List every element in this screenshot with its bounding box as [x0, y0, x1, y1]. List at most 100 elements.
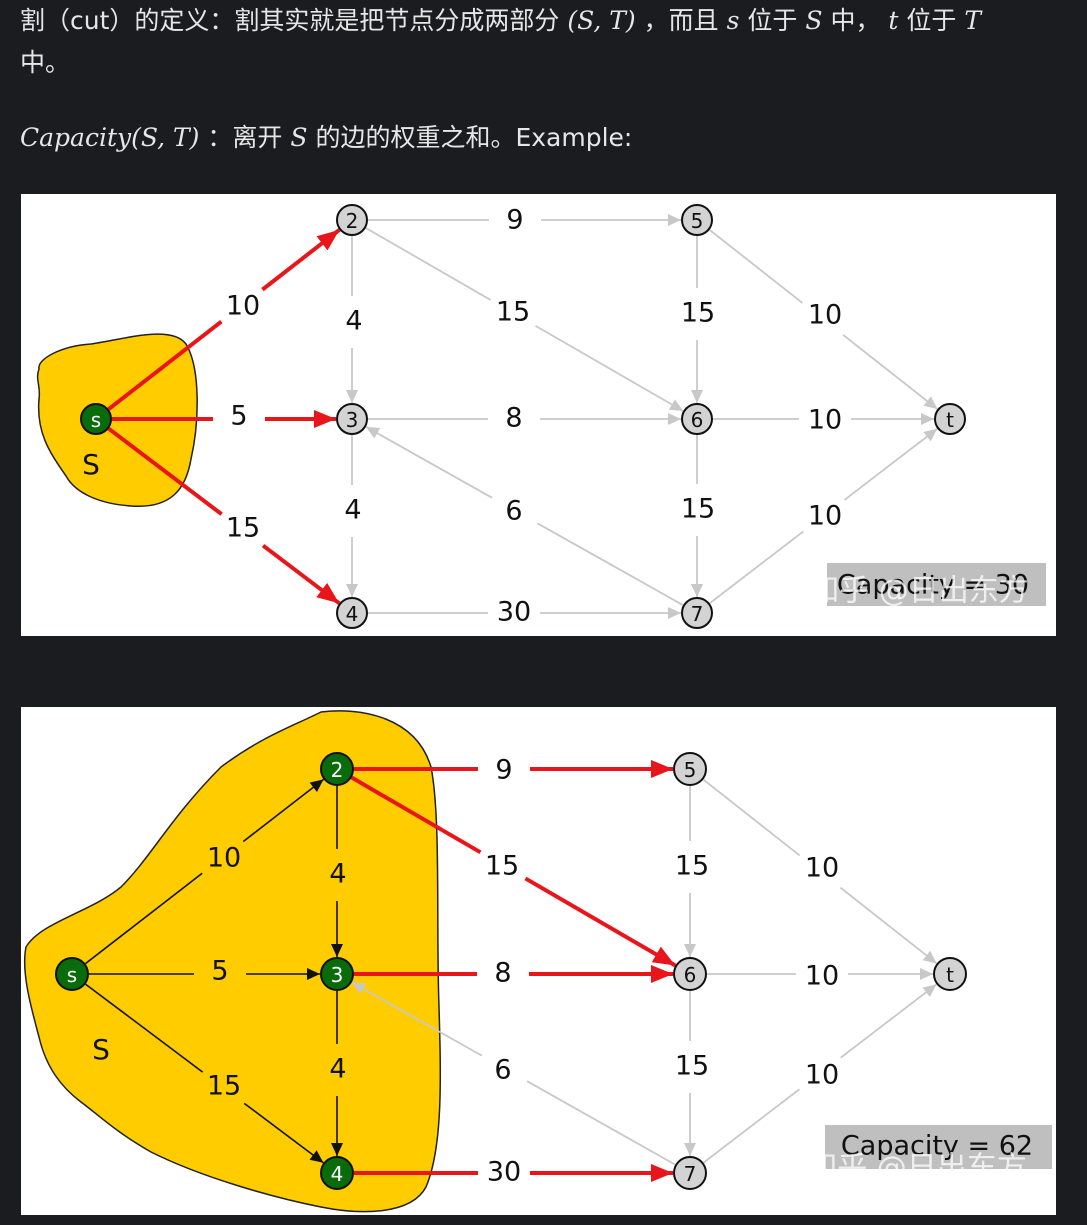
- node-circle: [673, 752, 707, 786]
- node-label: 5: [691, 209, 704, 233]
- text-segment: ，而且: [643, 6, 719, 35]
- math-capacity: Capacity(S, T): [20, 123, 200, 152]
- edge-2-5: 9: [354, 755, 673, 786]
- edge-weight-label: 9: [506, 205, 523, 236]
- node-circle: [681, 204, 713, 236]
- edge-weight-label: 10: [805, 1060, 839, 1091]
- edge-segment: [85, 983, 204, 1073]
- node-3: 3: [336, 403, 368, 435]
- set-s-label: S: [92, 1033, 110, 1066]
- edge-arrow-segment: [524, 876, 677, 968]
- edge-weight-label: 15: [681, 298, 715, 329]
- edge-weight-label: 15: [207, 1071, 241, 1102]
- edge-arrow-segment: [365, 426, 493, 499]
- edge-arrow-segment: [840, 983, 938, 1059]
- edge-4-7: 30: [368, 597, 681, 628]
- node-circle: [320, 957, 354, 991]
- node-t: t: [933, 957, 967, 991]
- edge-arrow-segment: [842, 334, 938, 410]
- edge-2-6: 15: [365, 227, 684, 412]
- edge-5-6: 15: [675, 786, 709, 957]
- edge-segment: [709, 229, 803, 304]
- node-label: 4: [331, 1162, 344, 1186]
- watermark-text: 知乎 @日出东方: [807, 1151, 1027, 1186]
- text-segment: 中，: [830, 6, 881, 35]
- node-2: 2: [320, 752, 354, 786]
- node-5: 5: [681, 204, 713, 236]
- node-circle: [673, 1156, 707, 1190]
- edge-2-6: 15: [350, 775, 677, 968]
- node-circle: [933, 957, 967, 991]
- edge-7-3: 6: [365, 426, 684, 606]
- edge-weight-label: 10: [805, 853, 839, 884]
- edge-arrow-segment: [261, 543, 341, 605]
- edge-arrow-segment: [243, 1102, 324, 1164]
- edge-s-2: 10: [84, 778, 325, 965]
- edge-weight-label: 5: [211, 956, 228, 987]
- edge-weight-label: 30: [497, 597, 531, 628]
- cut-definition-paragraph: 割（cut）的定义：割其实就是把节点分成两部分 (S, T) ，而且 s 位于 …: [20, 0, 1070, 84]
- node-label: 6: [684, 963, 697, 987]
- edge-weight-label: 8: [494, 958, 511, 989]
- node-label: 4: [346, 602, 359, 626]
- edge-arrow-segment: [351, 981, 483, 1057]
- math-s: s: [726, 6, 740, 35]
- edge-weight-label: 10: [808, 405, 842, 436]
- math-S: S: [290, 123, 308, 152]
- edge-weight-label: 10: [226, 291, 260, 322]
- edge-segment: [107, 427, 223, 516]
- node-circle: [681, 403, 713, 435]
- edge-weight-label: 15: [675, 1051, 709, 1082]
- edge-weight-label: 15: [226, 513, 260, 544]
- edge-segment: [537, 522, 684, 606]
- edge-weight-label: 15: [496, 297, 530, 328]
- capacity-box: [827, 563, 1046, 606]
- set-s-label: S: [82, 448, 100, 481]
- node-circle: [320, 1156, 354, 1190]
- node-circle: [55, 957, 89, 991]
- capacity-box: [825, 1125, 1052, 1169]
- edge-6-t: 10: [713, 405, 934, 436]
- edge-6-7: 15: [675, 991, 709, 1156]
- edge-3-4: 4: [344, 435, 362, 597]
- node-5: 5: [673, 752, 707, 786]
- edge-s-4: 15: [85, 983, 324, 1164]
- node-label: s: [67, 963, 77, 987]
- node-label: 3: [331, 963, 344, 987]
- edge-6-7: 15: [681, 435, 715, 597]
- edge-2-3: 4: [345, 236, 363, 403]
- edge-7-t: 10: [702, 983, 938, 1164]
- edge-weight-label: 6: [505, 496, 522, 527]
- edge-s-3: 5: [112, 401, 336, 432]
- node-label: 6: [691, 408, 704, 432]
- text-segment: 割（cut）的定义：割其实就是把节点分成两部分: [20, 6, 560, 35]
- edge-5-6: 15: [681, 236, 715, 403]
- edge-weight-label: 9: [495, 755, 512, 786]
- text-segment: 位于: [906, 6, 957, 35]
- node-t: t: [934, 403, 966, 435]
- edge-segment: [702, 778, 801, 857]
- edge-weight-label: 10: [808, 300, 842, 331]
- edge-arrow-segment: [839, 886, 938, 965]
- node-3: 3: [320, 957, 354, 991]
- capacity-definition-paragraph: Capacity(S, T) ：离开 S 的边的权重之和。Example:: [20, 117, 1070, 159]
- node-circle: [681, 597, 713, 629]
- node-2: 2: [336, 204, 368, 236]
- set-s-region: [23, 710, 442, 1213]
- node-circle: [673, 957, 707, 991]
- text-segment: ：离开: [207, 123, 283, 152]
- node-circle: [336, 597, 368, 629]
- node-label: t: [946, 408, 954, 432]
- edge-5-t: 10: [709, 229, 938, 410]
- capacity-label: Capacity = 62: [841, 1131, 1033, 1162]
- node-7: 7: [673, 1156, 707, 1190]
- node-label: 7: [684, 1162, 697, 1186]
- edge-segment: [365, 227, 491, 301]
- node-label: 5: [684, 758, 697, 782]
- edge-segment: [526, 1080, 676, 1166]
- edge-s-4: 15: [107, 427, 341, 605]
- edge-segment: [84, 872, 203, 965]
